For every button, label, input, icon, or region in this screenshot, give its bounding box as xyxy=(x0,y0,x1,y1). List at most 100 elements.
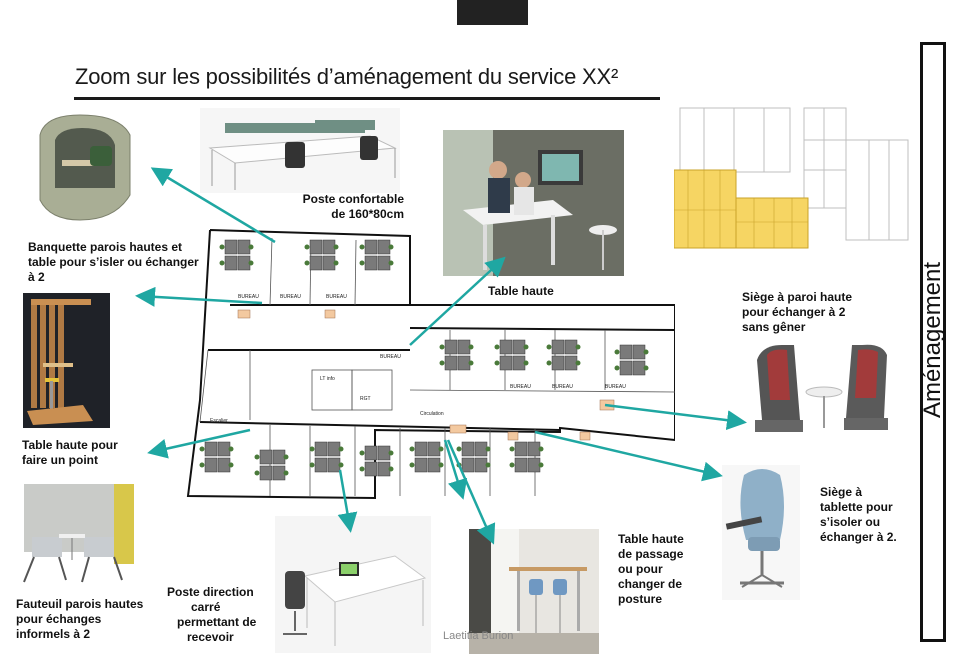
plan-chair xyxy=(438,446,444,452)
plan-desk xyxy=(364,445,378,461)
plan-chair xyxy=(219,244,225,250)
plan-chair xyxy=(309,446,315,452)
plan-chair xyxy=(546,344,552,350)
arrow-to-direction xyxy=(337,469,358,533)
plan-desk xyxy=(461,441,475,457)
plan-desk xyxy=(414,457,428,473)
watermark: Laetitia Burion xyxy=(443,630,514,642)
plan-chair xyxy=(228,462,234,468)
arrow-to-table-point xyxy=(147,428,251,459)
plan-chair xyxy=(409,446,415,452)
plan-chair xyxy=(359,466,365,472)
plan-chair xyxy=(538,462,544,468)
plan-chair xyxy=(283,470,289,476)
arrow-to-table-haute xyxy=(409,256,506,346)
page-title: Zoom sur les possibilités d’aménagement … xyxy=(75,64,619,89)
plan-chair xyxy=(538,446,544,452)
plan-desk xyxy=(514,441,528,457)
plan-desk xyxy=(414,441,428,457)
arrow-to-wing-chairs xyxy=(604,403,747,431)
plan-desk xyxy=(499,355,513,371)
passage-table-photo xyxy=(469,529,599,654)
plan-chair xyxy=(523,344,529,350)
plan-chair xyxy=(359,260,365,266)
plan-chair xyxy=(248,260,254,266)
plan-chair xyxy=(388,244,394,250)
plan-chair xyxy=(333,244,339,250)
plan-chair xyxy=(485,446,491,452)
arrow-to-tablet-chair xyxy=(534,430,723,482)
plan-desk xyxy=(314,457,328,473)
site-plan xyxy=(673,100,912,252)
plan-chair xyxy=(359,244,365,250)
plan-desk xyxy=(204,457,218,473)
plan-chair xyxy=(304,244,310,250)
plan-chair xyxy=(509,462,515,468)
plan-chair xyxy=(456,446,462,452)
plan-chair xyxy=(438,462,444,468)
label-table-haute: Table haute xyxy=(488,284,554,298)
plan-room-label: BUREAU xyxy=(280,294,301,300)
sofa-booth-photo xyxy=(14,482,137,592)
plan-desk xyxy=(309,255,323,271)
tablet-chair-photo xyxy=(722,465,800,600)
plan-desk xyxy=(499,339,513,355)
plan-chair xyxy=(333,260,339,266)
plan-chair xyxy=(388,450,394,456)
plan-desk xyxy=(364,255,378,271)
plan-chair xyxy=(643,349,649,355)
title-underline xyxy=(74,97,660,100)
direction-desk-photo xyxy=(275,516,431,653)
plan-chair xyxy=(388,466,394,472)
plan-room-label: BUREAU xyxy=(510,384,531,390)
plan-chair xyxy=(338,462,344,468)
plan-desk xyxy=(224,255,238,271)
plan-chair xyxy=(468,360,474,366)
plan-desk xyxy=(619,360,633,376)
plan-desk xyxy=(619,344,633,360)
plan-chair xyxy=(523,360,529,366)
plan-desk xyxy=(364,461,378,477)
plan-room-label: Escalier xyxy=(210,418,228,424)
desk-photo xyxy=(200,108,400,193)
plan-chair xyxy=(228,446,234,452)
floor-plan: BUREAU BUREAU BUREAU BUREAU BUREAU BUREAU BURE… xyxy=(180,210,676,525)
plan-room-label: BUREAU xyxy=(326,294,347,300)
plan-room-label: BUREAU xyxy=(552,384,573,390)
plan-room-label: BUREAU xyxy=(380,354,401,360)
plan-room-label: BUREAU xyxy=(605,384,626,390)
plan-room-label: BUREAU xyxy=(238,294,259,300)
arrow-to-banquette xyxy=(135,286,263,307)
plan-chair xyxy=(338,446,344,452)
plan-chair xyxy=(409,462,415,468)
plan-desk xyxy=(514,457,528,473)
top-bar xyxy=(457,0,528,25)
plan-chair xyxy=(254,470,260,476)
plan-desk xyxy=(259,449,273,465)
plan-desk xyxy=(204,441,218,457)
plan-chair xyxy=(199,446,205,452)
plan-room-label: Circulation xyxy=(420,411,444,417)
plan-chair xyxy=(494,344,500,350)
plan-chair xyxy=(643,365,649,371)
plan-desk xyxy=(364,239,378,255)
plan-chair xyxy=(494,360,500,366)
plan-chair xyxy=(575,344,581,350)
plan-chair xyxy=(509,446,515,452)
plan-chair xyxy=(219,260,225,266)
plan-desk xyxy=(309,239,323,255)
booth-photo xyxy=(20,110,140,225)
plan-room-label: RGT xyxy=(360,396,371,402)
arrow-to-booth xyxy=(150,167,276,244)
plan-chair xyxy=(304,260,310,266)
table-haute-photo xyxy=(443,130,624,276)
plan-desk xyxy=(444,355,458,371)
